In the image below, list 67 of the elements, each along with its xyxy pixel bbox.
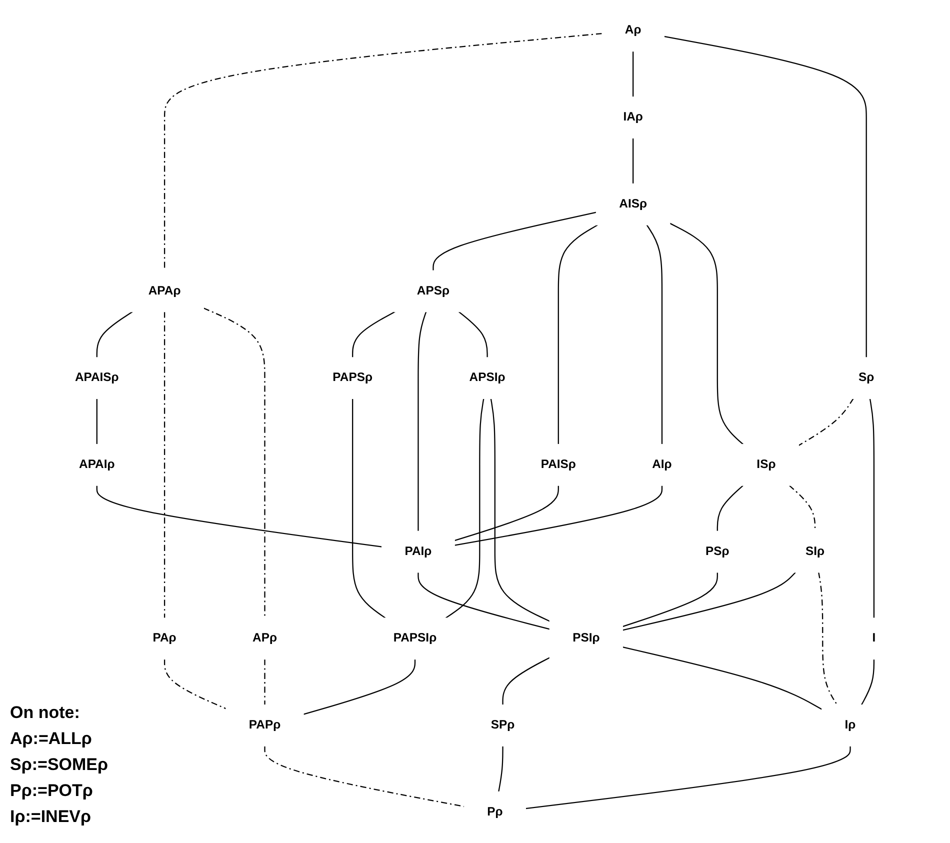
node-text: APAIρ	[78, 458, 114, 472]
node-text: I	[872, 632, 876, 645]
node-text: APρ	[252, 632, 277, 645]
node-text: PSρ	[705, 544, 729, 558]
connector	[818, 572, 838, 706]
node-text: PAρ	[152, 632, 176, 645]
node-text: IAρ	[622, 110, 643, 124]
node-text: ISρ	[756, 458, 776, 472]
note-text: Sρ:=SOMEρ	[10, 755, 108, 775]
connector	[432, 212, 596, 271]
connector	[669, 222, 744, 445]
node-text: PAPρ	[248, 718, 280, 732]
note-text: Pρ:=POTρ	[10, 781, 94, 801]
connector	[646, 224, 662, 444]
connector	[622, 572, 718, 628]
node-text: PAISρ	[540, 458, 576, 472]
node-text: AISρ	[618, 198, 647, 210]
connector	[498, 746, 504, 792]
node-text: Pρ	[486, 805, 502, 818]
connector	[716, 485, 744, 532]
connector	[203, 308, 266, 618]
node-text: PAIρ	[404, 544, 432, 558]
node-text: SIρ	[805, 544, 824, 558]
connector	[632, 138, 634, 184]
connector	[632, 51, 634, 97]
node-text: APAISρ	[74, 371, 119, 384]
node-text: PAPSρ	[332, 371, 372, 384]
connector	[164, 32, 602, 271]
connector	[458, 311, 488, 358]
connector	[96, 486, 382, 548]
connector	[454, 486, 559, 542]
connector	[264, 659, 266, 705]
connector	[454, 486, 662, 546]
connector	[558, 224, 598, 444]
node-text: APAρ	[148, 284, 180, 298]
connector	[164, 659, 226, 710]
connector	[352, 398, 386, 619]
connector	[664, 36, 867, 358]
node-text: Aρ	[624, 24, 641, 37]
connector	[417, 312, 426, 532]
connector	[352, 311, 395, 358]
connector	[622, 572, 796, 631]
connector	[303, 659, 416, 715]
node-text: PSIρ	[572, 632, 600, 645]
connector	[96, 311, 132, 358]
note-text: Iρ:=INEVρ	[10, 807, 92, 827]
connector	[502, 657, 550, 705]
connector	[264, 746, 464, 808]
note-text: On note:	[10, 703, 81, 723]
connector	[525, 746, 851, 810]
node-text: Sρ	[858, 371, 874, 384]
connector	[622, 646, 822, 710]
connector	[860, 659, 874, 706]
note-text: Aρ:=ALLρ	[10, 729, 93, 749]
connector	[490, 398, 550, 622]
node-text: SPρ	[490, 718, 514, 732]
node-text: AIρ	[652, 458, 672, 472]
connector	[445, 398, 484, 619]
connector	[96, 398, 98, 444]
node-text: Iρ	[844, 718, 856, 732]
node-text: APSIρ	[468, 371, 505, 384]
node-text: PAPSIρ	[393, 632, 436, 645]
connector	[164, 312, 165, 618]
connector	[798, 398, 854, 446]
node-text: APSρ	[416, 284, 450, 298]
connector	[417, 572, 550, 630]
connector	[869, 398, 874, 618]
